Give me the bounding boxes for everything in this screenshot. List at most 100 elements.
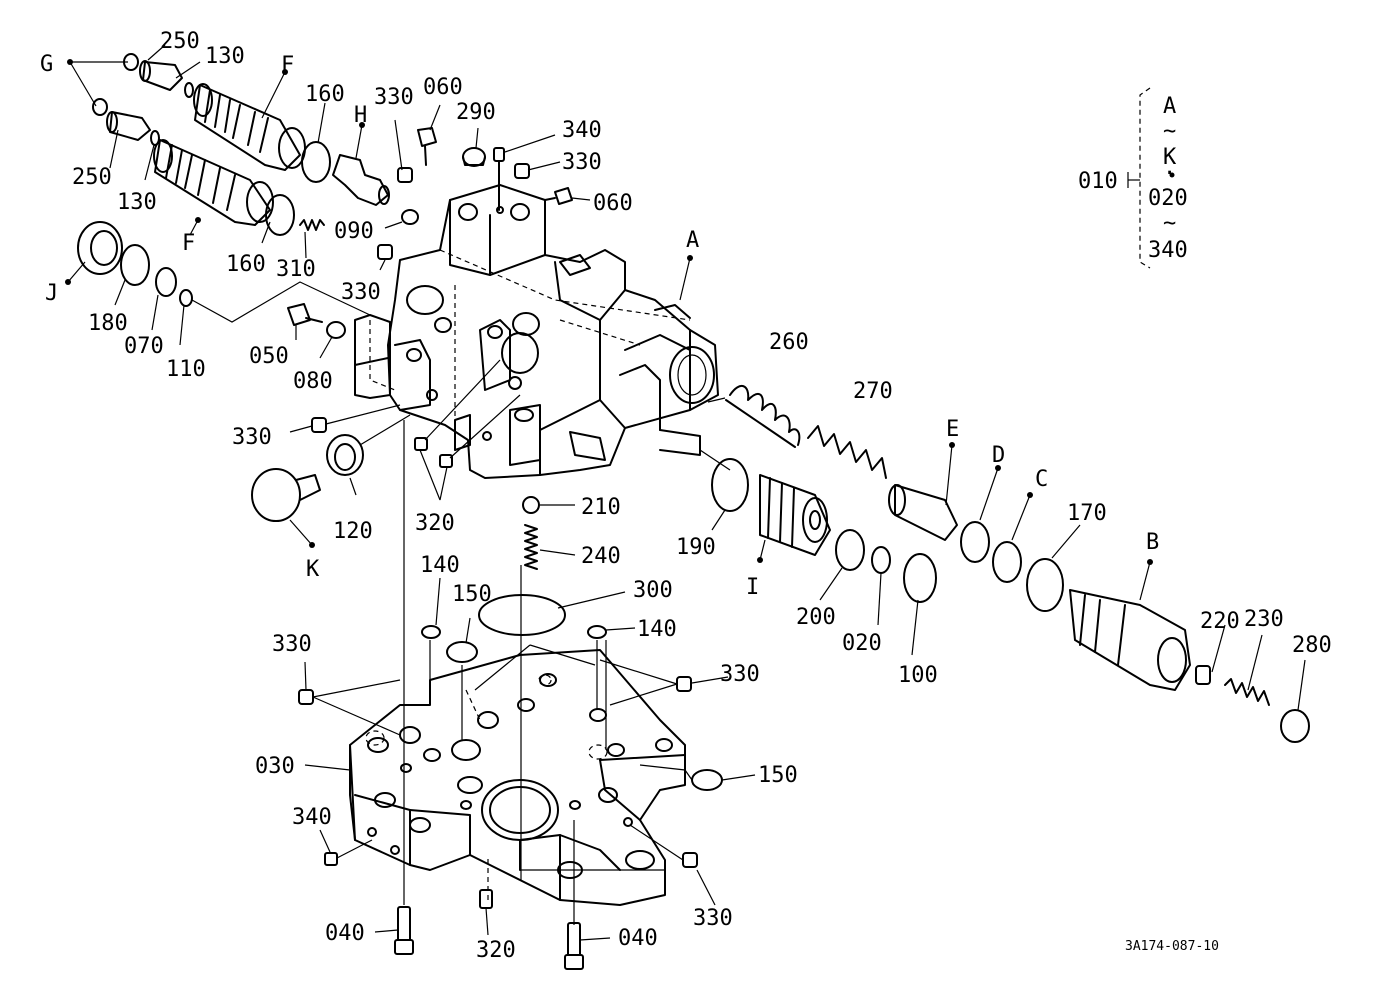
washer-070	[155, 267, 177, 297]
o-ring-130-lower	[150, 130, 160, 146]
label-E: E	[946, 417, 959, 442]
label-290: 290	[456, 100, 496, 125]
label-H: H	[354, 103, 367, 128]
label-B: B	[1146, 530, 1159, 555]
label-340-top: 340	[562, 118, 602, 143]
washer-g-lower	[92, 98, 108, 116]
plug-330-d	[311, 417, 327, 433]
leader-lines	[67, 44, 1306, 941]
bolt-040-a	[394, 906, 414, 955]
plug-330-g	[682, 852, 698, 868]
label-C: C	[1035, 467, 1048, 492]
label-220: 220	[1200, 609, 1240, 634]
label-K: K	[306, 557, 320, 582]
label-340-bottom: 340	[292, 805, 332, 830]
label-060-top: 060	[423, 75, 463, 100]
ring-d	[960, 521, 990, 563]
label-250-lower: 250	[72, 165, 112, 190]
snap-ring-100	[903, 553, 937, 603]
label-150-right: 150	[758, 763, 798, 788]
label-020: 020	[842, 631, 882, 656]
base-plate-030	[349, 649, 686, 906]
label-070: 070	[124, 334, 164, 359]
spring-260	[725, 385, 801, 448]
set-screw-320-b	[439, 454, 453, 468]
label-D: D	[992, 443, 1005, 468]
legend-line-7: 340	[1148, 238, 1188, 263]
o-ring-190	[711, 458, 749, 512]
spool-h	[332, 154, 390, 206]
leader-dots	[65, 59, 1175, 565]
plug-330-a	[397, 167, 413, 183]
o-ring-110	[179, 289, 193, 307]
spring-230	[1224, 678, 1270, 706]
legend-line-1: A	[1163, 94, 1176, 119]
label-330-mid: 330	[341, 280, 381, 305]
sleeve-i	[759, 474, 831, 556]
label-310: 310	[276, 257, 316, 282]
label-100: 100	[898, 663, 938, 688]
o-ring-150-b	[691, 769, 723, 791]
label-110: 110	[166, 357, 206, 382]
legend-line-5: 020	[1148, 186, 1188, 211]
label-030: 030	[255, 754, 295, 779]
o-ring-170	[1026, 558, 1064, 612]
legend-bracket: 010 A ~ K · 020 ~ 340	[1078, 87, 1188, 269]
set-screw-320-bottom	[479, 889, 493, 909]
label-G: G	[40, 52, 53, 77]
ball-210	[522, 496, 540, 514]
label-200: 200	[796, 605, 836, 630]
set-screw-220	[1195, 665, 1211, 685]
o-ring-160-upper	[301, 141, 331, 183]
legend-line-3: K	[1163, 145, 1177, 170]
bolt-050	[287, 303, 323, 326]
plug-330-b	[514, 163, 530, 179]
bolt-060-top	[417, 127, 437, 166]
o-ring-300	[478, 594, 566, 636]
valve-body-a	[354, 184, 719, 479]
bolt-060-right	[544, 187, 573, 205]
label-250-upper: 250	[160, 29, 200, 54]
label-230: 230	[1244, 607, 1284, 632]
label-050: 050	[249, 344, 289, 369]
o-ring-200	[835, 529, 865, 571]
o-ring-160-lower	[265, 194, 295, 236]
plug-330-e	[298, 689, 314, 705]
legend-line-6: ~	[1163, 211, 1176, 236]
label-210: 210	[581, 495, 621, 520]
label-300: 300	[633, 578, 673, 603]
ring-c	[992, 541, 1022, 583]
label-150-left: 150	[452, 582, 492, 607]
legend-line-2: ~	[1163, 119, 1176, 144]
label-320-mid: 320	[415, 511, 455, 536]
legend-assembly-number: 010	[1078, 169, 1118, 194]
label-270: 270	[853, 379, 893, 404]
set-screw-340-bottom	[324, 852, 338, 866]
plug-j	[77, 221, 123, 275]
collar-020	[871, 546, 891, 574]
spool-f-lower	[153, 139, 274, 226]
o-ring-150-a	[446, 641, 478, 663]
label-280: 280	[1292, 633, 1332, 658]
set-screw-340-top	[493, 147, 505, 162]
o-ring-140-a	[421, 625, 441, 639]
label-330-left: 330	[232, 425, 272, 450]
label-J: J	[45, 281, 58, 306]
label-140-left: 140	[420, 553, 460, 578]
plug-290	[462, 147, 486, 167]
plug-330-f	[676, 676, 692, 692]
washer-080	[326, 321, 346, 339]
label-140-right: 140	[637, 617, 677, 642]
label-040-left: 040	[325, 921, 365, 946]
plug-250-upper	[139, 60, 183, 91]
label-160-upper: 160	[305, 82, 345, 107]
label-330-plate-right: 330	[720, 662, 760, 687]
o-ring-140-b	[587, 625, 607, 639]
label-180: 180	[88, 311, 128, 336]
label-F-upper: F	[281, 53, 294, 78]
label-160-lower: 160	[226, 252, 266, 277]
label-I: I	[746, 575, 759, 600]
label-120: 120	[333, 519, 373, 544]
